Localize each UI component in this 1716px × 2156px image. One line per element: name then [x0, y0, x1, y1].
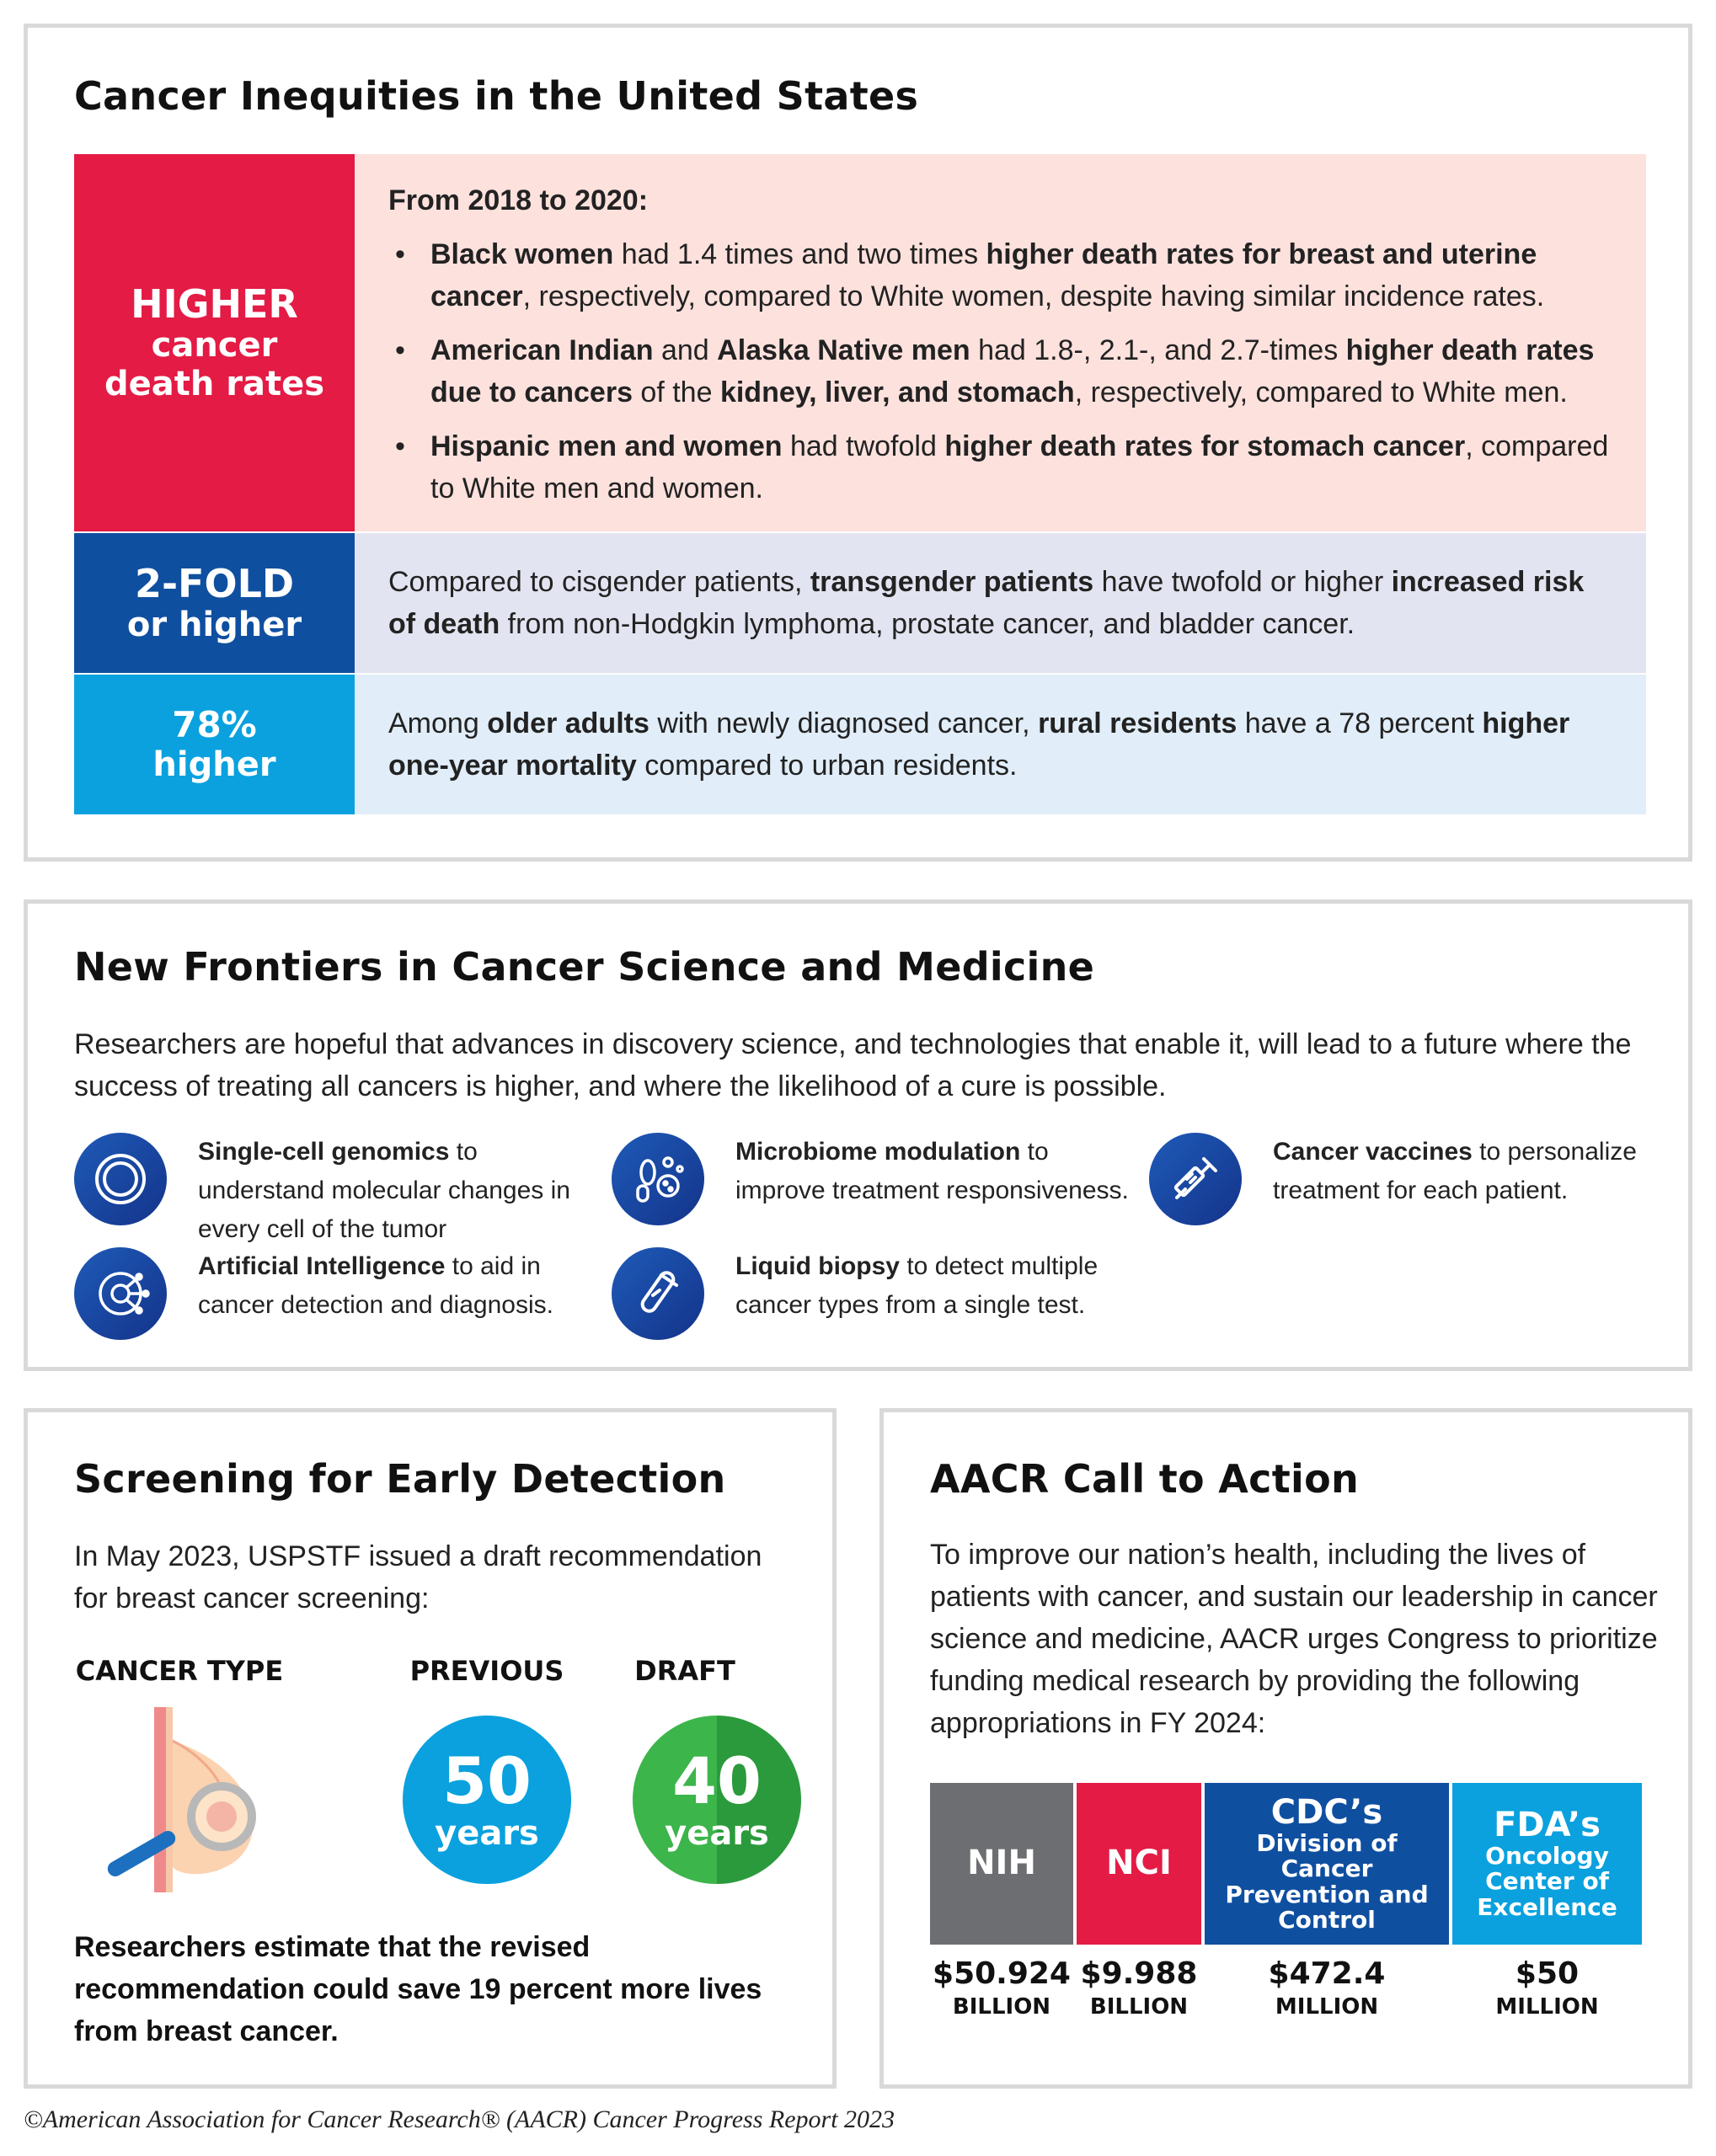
row-intro: From 2018 to 2020:: [388, 184, 649, 216]
action-intro: To improve our nation’s health, includin…: [930, 1539, 1658, 1739]
breast-exam-illustration: [95, 1707, 289, 1892]
screening-conclusion: Researchers estimate that the revised re…: [74, 1931, 762, 2047]
row-text: Among older adults with newly diagnosed …: [355, 675, 1646, 814]
screening-panel: Screening for Early Detection In May 202…: [24, 1408, 837, 2089]
screening-intro: In May 2023, USPSTF issued a draft recom…: [74, 1540, 762, 1614]
row-label-small: cancer: [151, 326, 278, 366]
inequity-row-transgender: 2-FOLD or higher Compared to cisgender p…: [74, 533, 1646, 673]
screening-title: Screening for Early Detection: [74, 1456, 726, 1502]
col-header-previous: PREVIOUS: [409, 1655, 564, 1687]
funding-box-fda: FDA’s Oncology Center of Excellence: [1452, 1783, 1642, 1945]
frontiers-title: New Frontiers in Cancer Science and Medi…: [74, 944, 1095, 990]
inequity-row-rural: 78% higher Among older adults with newly…: [74, 675, 1646, 814]
row-label: HIGHER cancer death rates: [74, 154, 355, 531]
funding-label: NIH: [967, 1844, 1036, 1883]
draft-age-circle: 40 years: [633, 1716, 801, 1884]
frontier-text: Single-cell genomics to understand molec…: [198, 1138, 570, 1243]
funding-label: CDC’s: [1270, 1792, 1383, 1832]
funding-sub: Division of Cancer Prevention and Contro…: [1225, 1829, 1429, 1934]
call-to-action-panel: AACR Call to Action To improve our natio…: [879, 1408, 1692, 2089]
ai-circuit-icon: [74, 1247, 167, 1340]
row-label-big: 2-FOLD: [134, 560, 295, 606]
draft-age-unit: years: [665, 1814, 769, 1853]
bullet-list: Black women had 1.4 times and two times …: [388, 233, 1612, 510]
previous-age-unit: years: [435, 1814, 539, 1853]
col-header-draft: DRAFT: [634, 1655, 735, 1687]
inequity-row-death-rates: HIGHER cancer death rates From 2018 to 2…: [74, 154, 1646, 531]
row-label: 2-FOLD or higher: [74, 533, 355, 673]
row-label-small: higher: [152, 745, 276, 785]
frontier-text: Liquid biopsy to detect multiple cancer …: [735, 1252, 1099, 1319]
row-label-big: 78%: [172, 703, 257, 745]
frontiers-intro: Researchers are hopeful that advances in…: [74, 1028, 1632, 1102]
row-label-small: or higher: [126, 606, 302, 645]
row-label: 78% higher: [74, 675, 355, 814]
microbiome-icon: [612, 1133, 704, 1225]
bullet-item: Black women had 1.4 times and two times …: [388, 233, 1612, 318]
frontier-text: Artificial Intelligence to aid in cancer…: [198, 1252, 553, 1319]
inequities-title: Cancer Inequities in the United States: [74, 73, 919, 119]
vaccine-syringe-icon: [1149, 1133, 1242, 1225]
single-cell-icon: [74, 1133, 167, 1225]
bullet-item: Hispanic men and women had twofold highe…: [388, 425, 1612, 510]
col-header-cancer-type: CANCER TYPE: [75, 1655, 284, 1687]
inequities-panel: Cancer Inequities in the United States H…: [24, 24, 1692, 862]
frontiers-panel: New Frontiers in Cancer Science and Medi…: [24, 899, 1692, 1371]
funding-box-cdc: CDC’s Division of Cancer Prevention and …: [1205, 1783, 1449, 1945]
bullet-item: American Indian and Alaska Native men ha…: [388, 329, 1612, 414]
funding-sub: Oncology Center of Excellence: [1477, 1842, 1617, 1921]
row-text: Compared to cisgender patients, transgen…: [355, 533, 1646, 673]
frontier-text: Microbiome modulation to improve treatme…: [735, 1138, 1129, 1204]
action-title: AACR Call to Action: [930, 1456, 1360, 1502]
funding-label: NCI: [1106, 1844, 1172, 1883]
funding-box-nci: NCI: [1077, 1783, 1201, 1945]
row-label-small: death rates: [104, 365, 325, 404]
previous-age-circle: 50 years: [403, 1716, 571, 1884]
copyright-footer: ©American Association for Cancer Researc…: [24, 2105, 895, 2133]
funding-label: FDA’s: [1494, 1806, 1601, 1845]
row-label-big: HIGHER: [131, 280, 298, 327]
funding-box-nih: NIH: [930, 1783, 1073, 1945]
draft-age-value: 40: [672, 1743, 762, 1818]
row-text: From 2018 to 2020: Black women had 1.4 t…: [355, 154, 1646, 531]
frontier-text: Cancer vaccines to personalize treatment…: [1273, 1138, 1637, 1204]
test-tube-icon: [612, 1247, 704, 1340]
previous-age-value: 50: [442, 1743, 532, 1818]
